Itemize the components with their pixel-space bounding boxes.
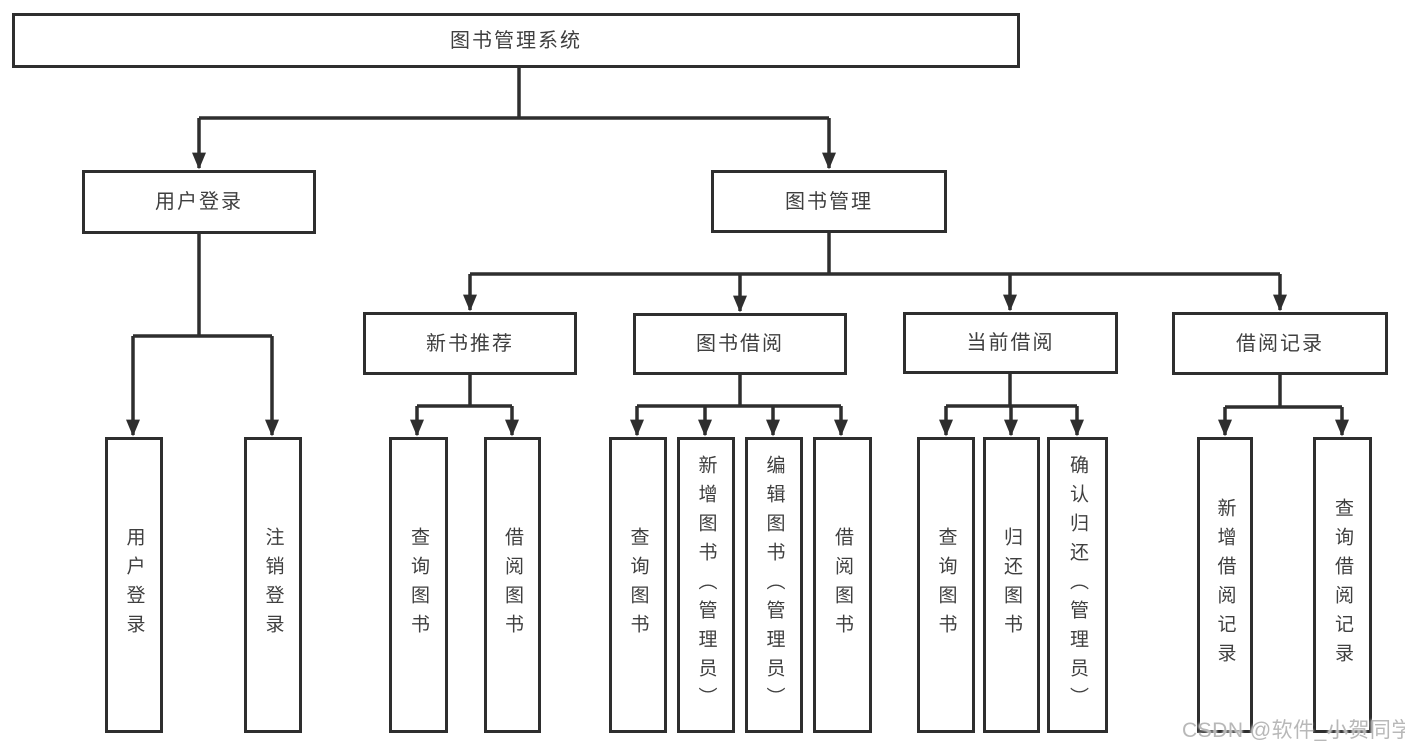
node-root: 图书管理系统 — [12, 13, 1020, 68]
node-current-borrowing: 当前借阅 — [903, 312, 1118, 374]
csdn-watermark: CSDN @软件_小贺同学 — [1182, 719, 1405, 742]
node-user-login: 用户登录 — [82, 170, 316, 234]
leaf-add-borrow-record: 新增借阅记录 — [1197, 437, 1253, 733]
node-new-book-recommend: 新书推荐 — [363, 312, 577, 375]
leaf-borrow-books-recommend: 借阅图书 — [484, 437, 541, 733]
node-borrowing-records: 借阅记录 — [1172, 312, 1388, 375]
leaf-return-books: 归还图书 — [983, 437, 1040, 733]
leaf-query-borrow-record: 查询借阅记录 — [1313, 437, 1372, 733]
leaf-user-login: 用户登录 — [105, 437, 163, 733]
leaf-logout: 注销登录 — [244, 437, 302, 733]
node-book-borrowing: 图书借阅 — [633, 313, 847, 375]
leaf-query-books-borrowing: 查询图书 — [609, 437, 667, 733]
leaf-add-books-admin: 新增图书（管理员） — [677, 437, 735, 733]
leaf-query-books-recommend: 查询图书 — [389, 437, 448, 733]
leaf-query-books-current: 查询图书 — [917, 437, 975, 733]
leaf-borrow-books-borrowing: 借阅图书 — [813, 437, 872, 733]
node-book-management: 图书管理 — [711, 170, 947, 233]
leaf-edit-books-admin: 编辑图书（管理员） — [745, 437, 803, 733]
leaf-confirm-return-admin: 确认归还（管理员） — [1047, 437, 1108, 733]
